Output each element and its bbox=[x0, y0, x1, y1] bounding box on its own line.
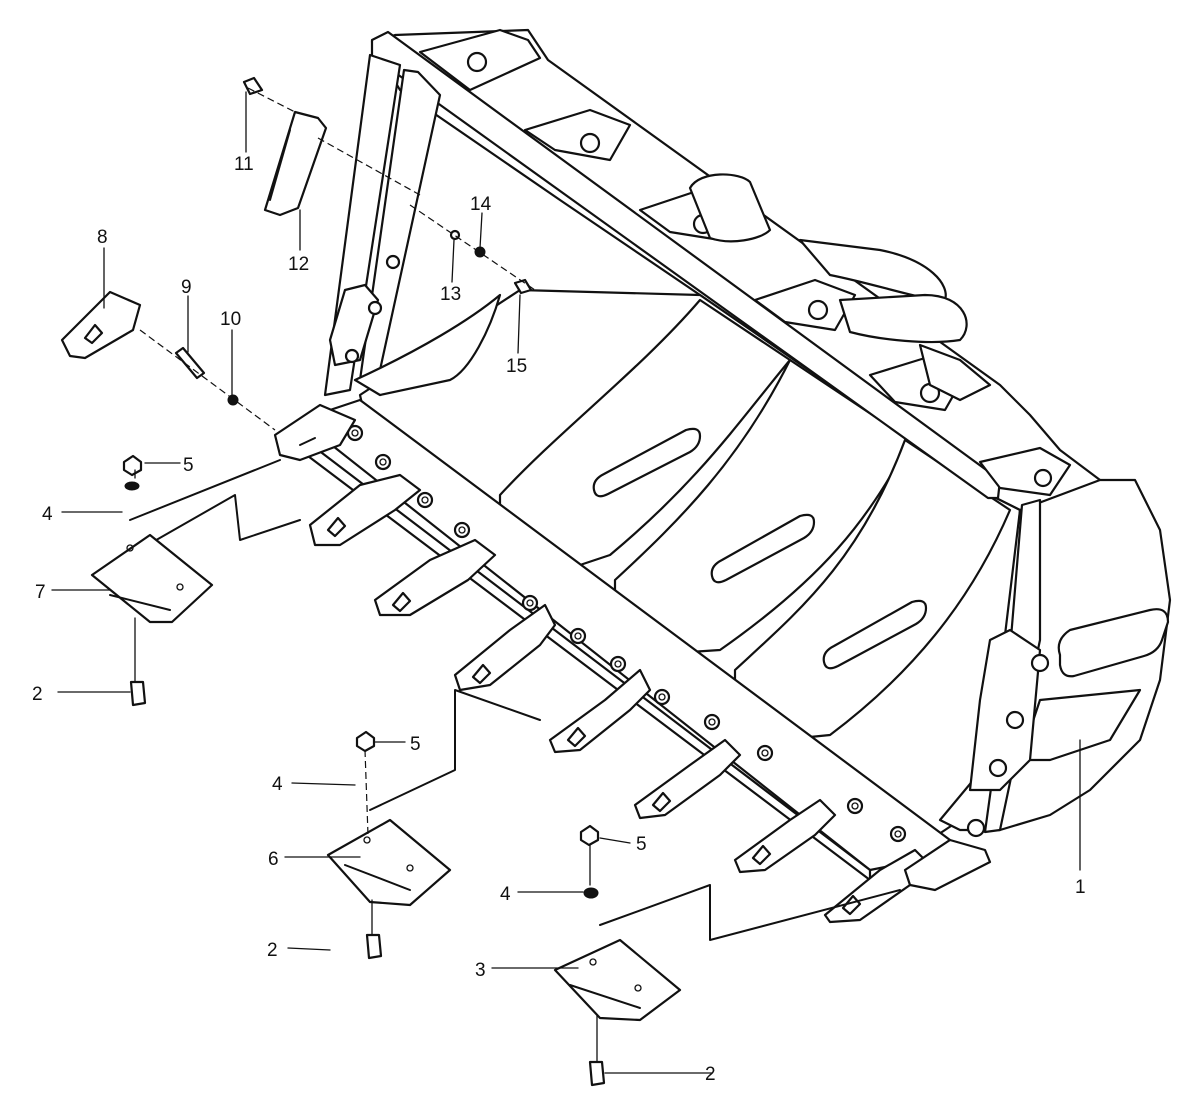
callout-8: 8 bbox=[97, 227, 108, 248]
tooth bbox=[733, 798, 837, 874]
bucket-body bbox=[323, 28, 1172, 842]
part-adapter-8 bbox=[60, 290, 142, 360]
callout-11: 11 bbox=[234, 154, 254, 175]
callout-2: 2 bbox=[32, 684, 43, 705]
callout-10: 10 bbox=[220, 309, 241, 330]
tooth bbox=[308, 473, 422, 547]
callout-5: 5 bbox=[183, 455, 194, 476]
callout-12: 12 bbox=[288, 254, 309, 275]
part-shroud-6 bbox=[326, 818, 452, 907]
callout-4: 4 bbox=[500, 884, 511, 905]
callout-4: 4 bbox=[272, 774, 283, 795]
part-bolt-11 bbox=[242, 76, 264, 96]
callout-5: 5 bbox=[410, 734, 421, 755]
explode-axes bbox=[134, 87, 598, 1063]
callout-6: 6 bbox=[268, 849, 279, 870]
part-shroud-7 bbox=[90, 533, 214, 624]
leader-lines bbox=[51, 91, 1081, 1074]
callout-1: 1 bbox=[1075, 877, 1086, 898]
tooth bbox=[453, 603, 557, 692]
tooth bbox=[273, 403, 357, 462]
callout-9: 9 bbox=[181, 277, 192, 298]
break-lines bbox=[129, 459, 901, 941]
callout-14: 14 bbox=[470, 194, 492, 215]
callout-15: 15 bbox=[506, 356, 527, 377]
cutting-edge bbox=[298, 398, 952, 882]
part-shroud-3 bbox=[553, 938, 682, 1022]
tooth bbox=[633, 738, 742, 820]
callout-2: 2 bbox=[267, 940, 278, 961]
callout-7: 7 bbox=[35, 582, 46, 603]
part-side-cutter-12 bbox=[263, 110, 328, 217]
callout-2: 2 bbox=[705, 1064, 716, 1085]
callout-3: 3 bbox=[475, 960, 486, 981]
bucket-teeth bbox=[273, 403, 992, 924]
tooth bbox=[373, 538, 497, 617]
callout-5: 5 bbox=[636, 834, 647, 855]
callout-4: 4 bbox=[42, 504, 53, 525]
tooth bbox=[548, 668, 652, 754]
callout-13: 13 bbox=[440, 284, 461, 305]
callout-labels: 1 2 2 2 3 4 4 4 5 5 5 6 7 8 9 10 11 12 1… bbox=[32, 154, 1086, 1085]
part-pin-9 bbox=[174, 346, 206, 380]
